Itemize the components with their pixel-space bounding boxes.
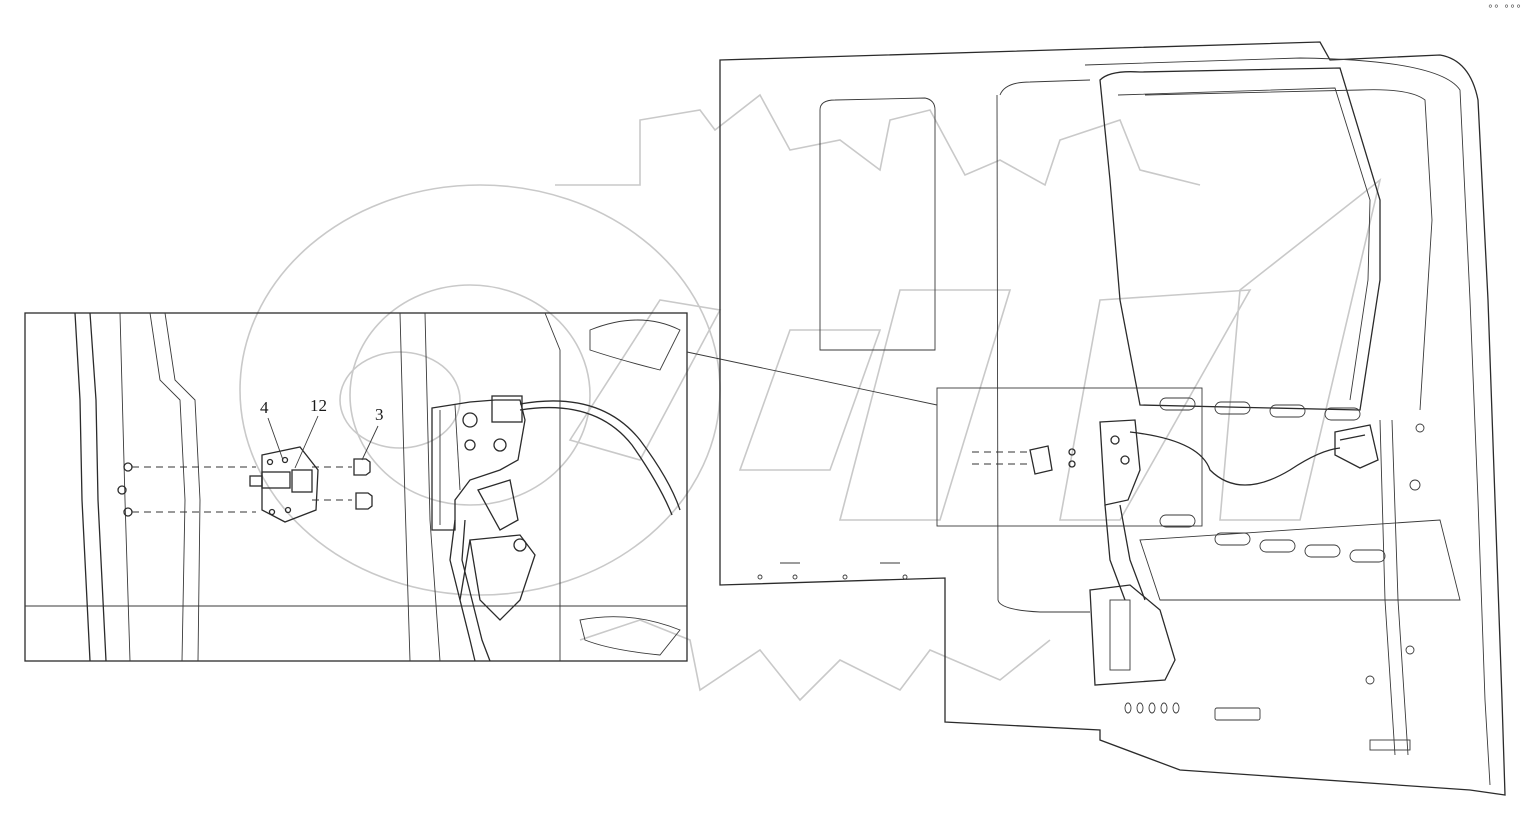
drain-holes <box>1124 702 1180 714</box>
watermark-logo <box>239 93 1382 702</box>
panel-slots <box>1159 397 1386 563</box>
door-striker <box>972 445 1076 475</box>
screws <box>353 458 373 510</box>
door-assembly <box>719 41 1506 796</box>
door-pocket <box>1089 584 1176 686</box>
svg-text:12: 12 <box>310 396 327 415</box>
callout-part-4: 4 <box>260 398 284 461</box>
striker-plate <box>249 446 319 523</box>
svg-text:4: 4 <box>260 398 269 417</box>
door-lock <box>1099 419 1146 601</box>
svg-text:3: 3 <box>375 405 384 424</box>
detail-panel: 4 12 3 <box>24 312 688 662</box>
inner-handle <box>1334 424 1379 469</box>
callout-part-3: 3 <box>361 405 384 461</box>
callout-part-12: 12 <box>294 396 327 469</box>
corner-mark: °° °°° <box>1487 4 1522 15</box>
detail-leader-line <box>686 351 938 406</box>
lock-assembly <box>431 395 681 662</box>
